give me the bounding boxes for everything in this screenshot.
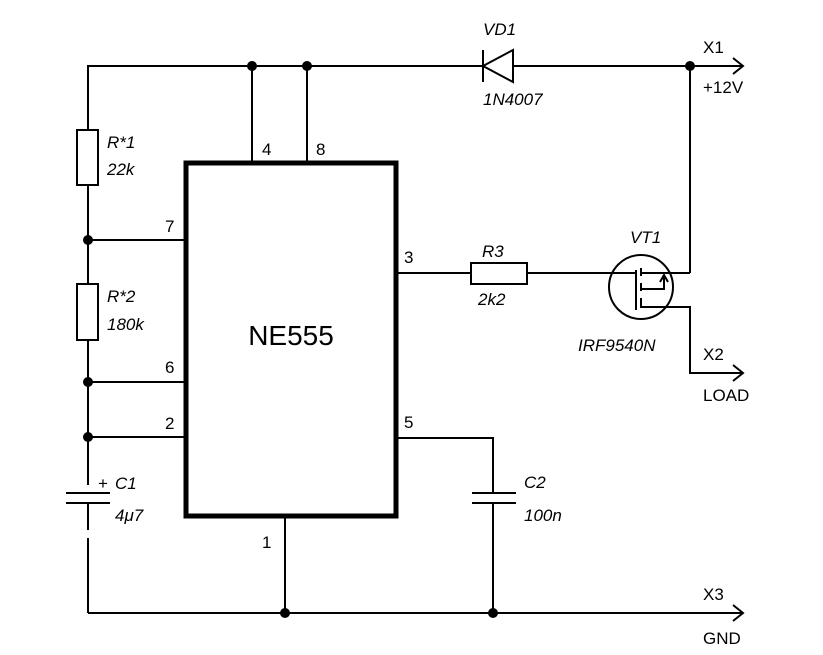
c1-ref: C1 [115, 474, 137, 493]
junction-dot [247, 61, 257, 71]
x3-arrow-icon [732, 604, 745, 622]
pin-label-6: 6 [165, 358, 174, 377]
c2-value: 100n [524, 506, 562, 525]
resistor-r1 [76, 129, 99, 186]
diode-vd1 [480, 48, 514, 84]
diode-ref: VD1 [483, 20, 516, 39]
r1-ref: R*1 [107, 133, 135, 152]
top-rail-wire [87, 65, 690, 130]
resistor-r2 [76, 283, 99, 341]
pin-label-2: 2 [165, 414, 174, 433]
x2-ref: X2 [703, 345, 724, 364]
x1-ref: X1 [703, 38, 724, 57]
r2-value: 180k [107, 315, 145, 334]
junction-dot [280, 608, 290, 618]
diode-value: 1N4007 [483, 90, 543, 109]
junction-dot [685, 61, 695, 71]
ic-ne555 [183, 160, 399, 519]
resistor-r3 [470, 262, 528, 285]
pin-label-7: 7 [165, 217, 174, 236]
transistor-ref: VT1 [630, 228, 661, 247]
x2-label: LOAD [703, 386, 749, 405]
pin-label-1: 1 [262, 533, 271, 552]
mosfet-vt1 [608, 254, 742, 374]
junction-dot [488, 608, 498, 618]
x1-label: +12V [703, 78, 744, 97]
junction-dot [302, 61, 312, 71]
junction-dot [83, 377, 93, 387]
r2-ref: R*2 [107, 287, 136, 306]
c1-polarity: + [98, 474, 108, 493]
r3-ref: R3 [482, 242, 504, 261]
x2-arrow-icon [732, 364, 745, 382]
x3-ref: X3 [703, 585, 724, 604]
pin-label-5: 5 [404, 413, 413, 432]
pin5-wire [396, 437, 494, 493]
ic-name: NE555 [248, 320, 334, 351]
transistor-value: IRF9540N [578, 336, 656, 355]
pin-label-8: 8 [316, 140, 325, 159]
junction-dot [83, 432, 93, 442]
x3-label: GND [703, 629, 741, 648]
r3-value: 2k2 [477, 290, 506, 309]
r1-value: 22k [106, 160, 136, 179]
capacitor-c1 [66, 492, 110, 613]
c2-ref: C2 [524, 473, 546, 492]
pin-label-4: 4 [262, 140, 271, 159]
junction-dot [83, 235, 93, 245]
pin-label-3: 3 [404, 248, 413, 267]
x1-arrow-icon [732, 57, 745, 75]
c1-value: 4μ7 [115, 506, 144, 525]
